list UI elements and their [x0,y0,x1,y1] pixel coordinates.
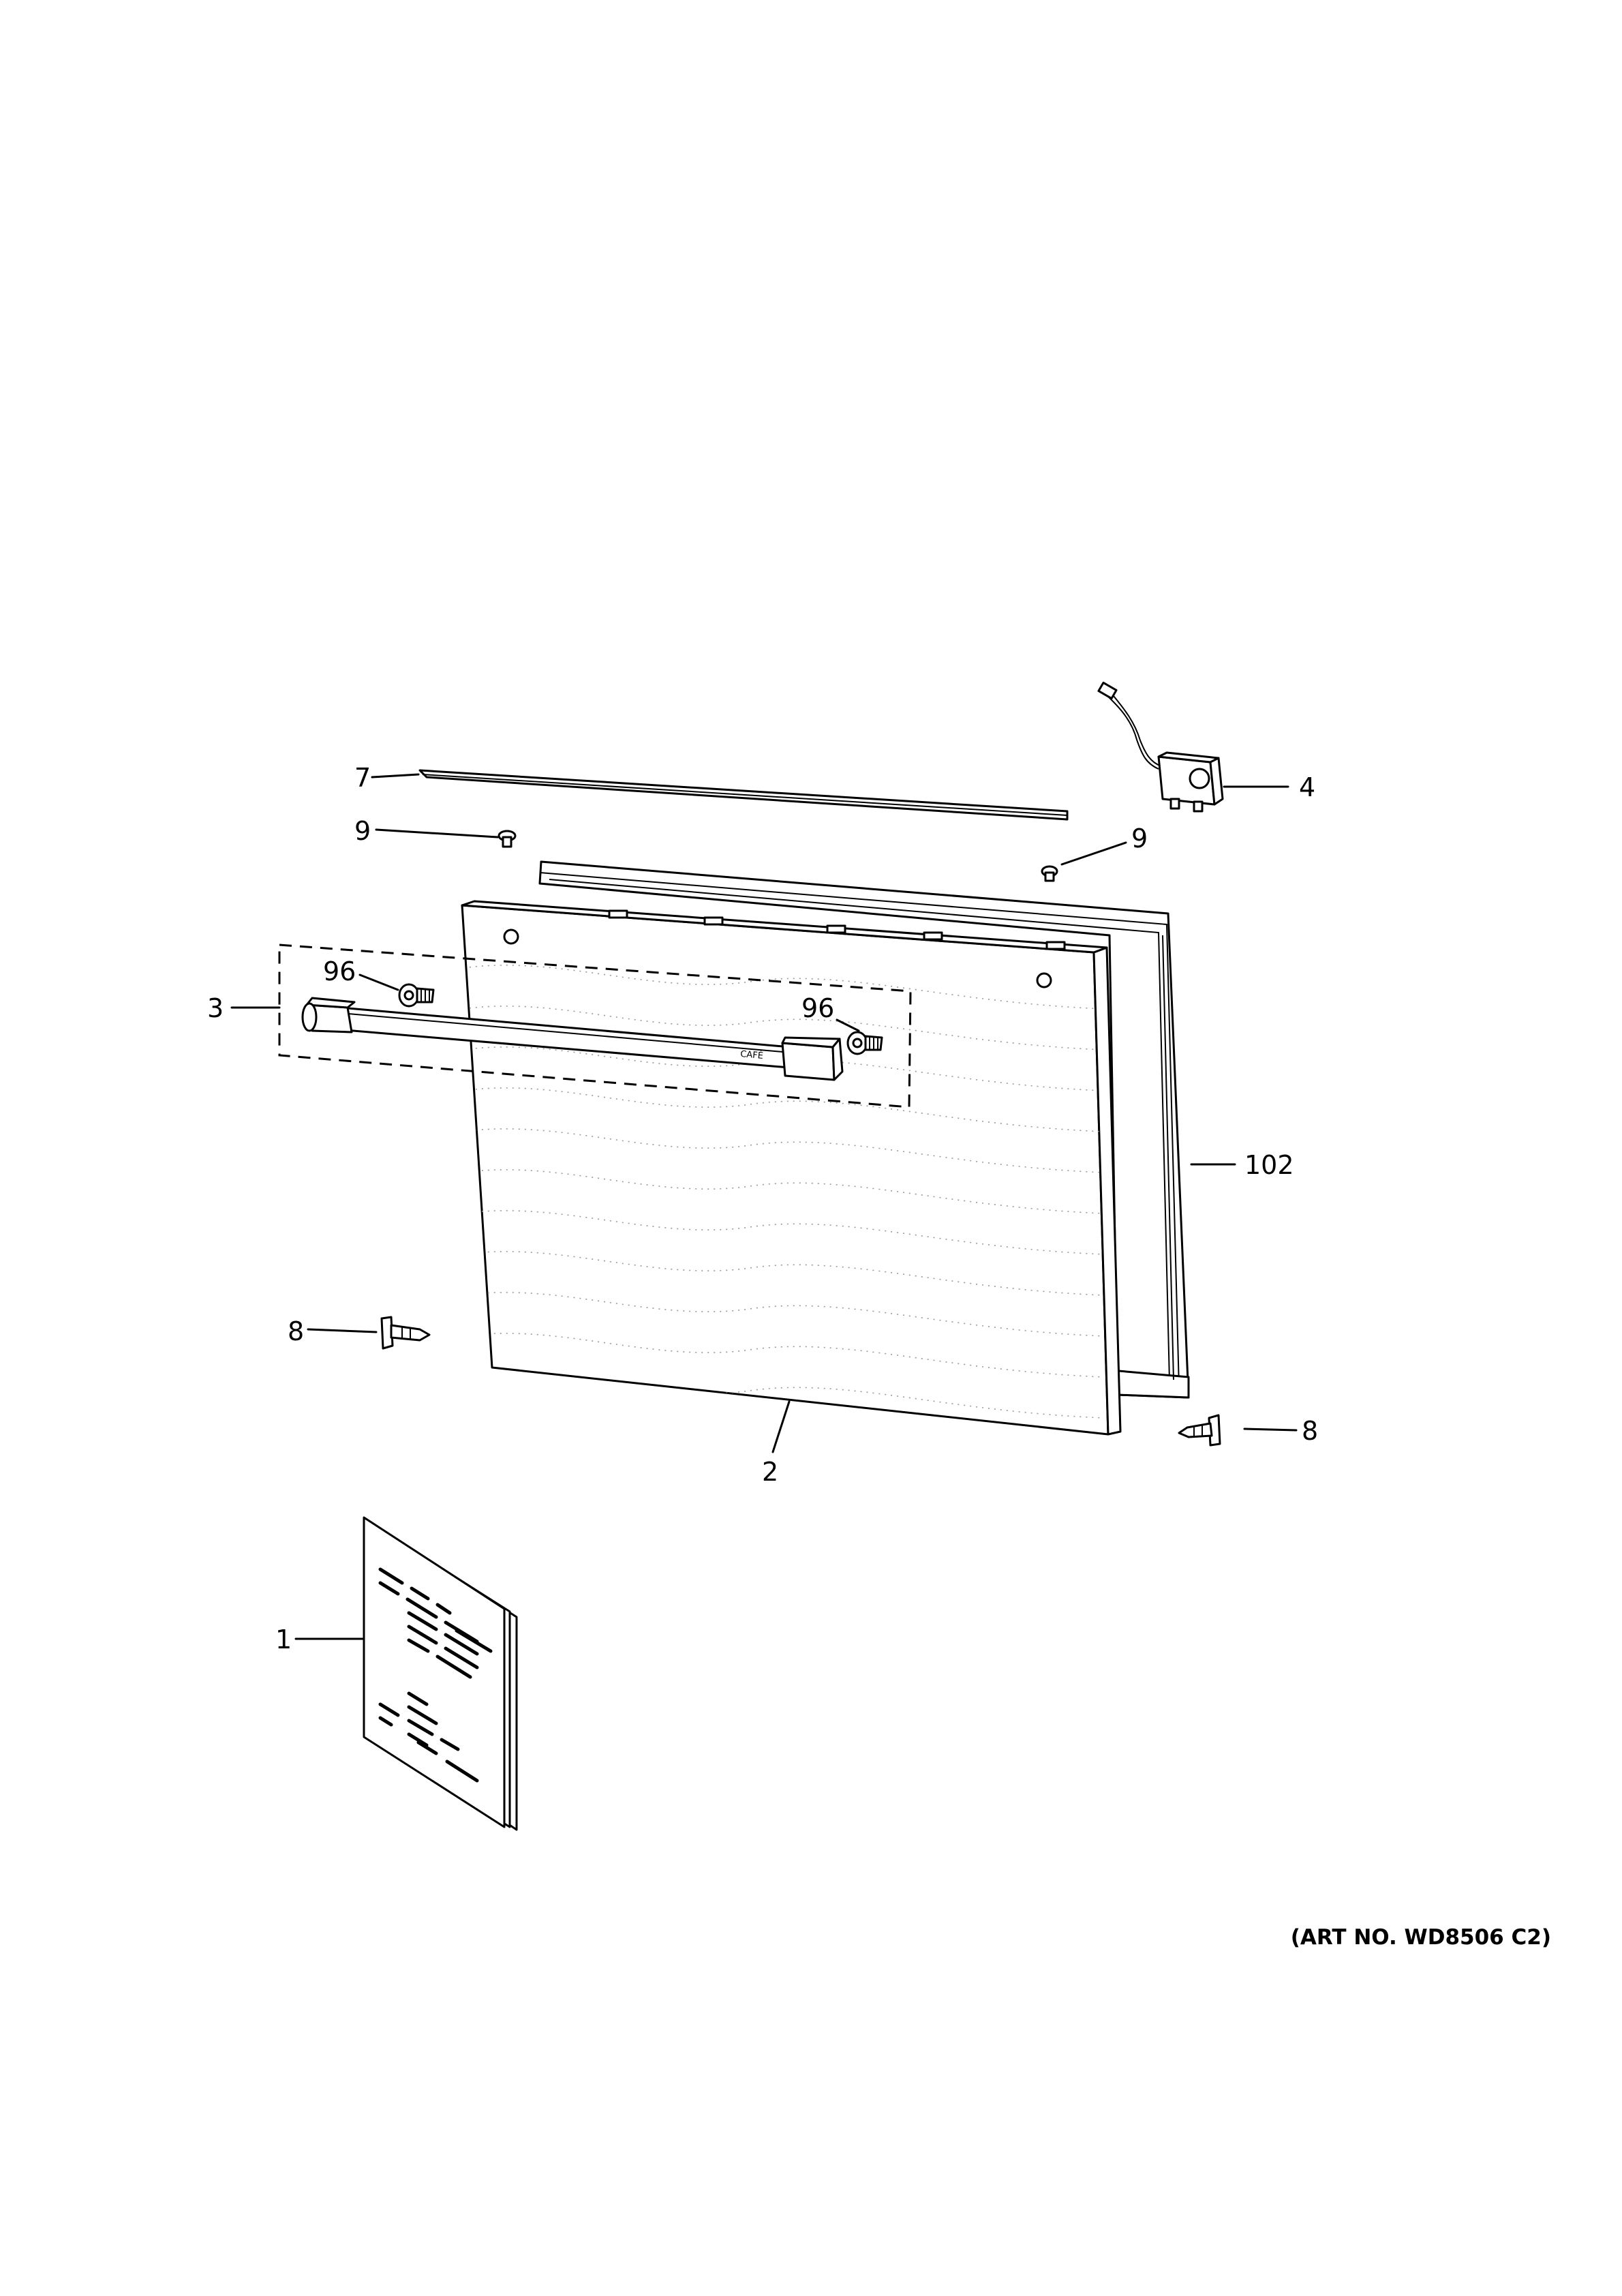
leader-8-left [307,1328,378,1333]
part-4-switch [1097,681,1224,813]
part-3-group-outline [278,943,912,1108]
callout-3: 3 [207,993,224,1023]
callout-102: 102 [1244,1150,1294,1180]
leader-9-left [375,828,499,839]
handle-logo-text: CAFÉ [740,1048,764,1061]
callout-96-left: 96 [323,956,356,986]
part-3-handle: CAFÉ [301,997,844,1081]
callout-1: 1 [275,1625,292,1655]
part-8-pin-left [380,1316,431,1350]
part-9-screw-right [1041,865,1058,882]
leader-8-right [1243,1428,1298,1432]
leader-96-left [358,973,399,991]
callout-7: 7 [354,763,371,793]
callout-9-left: 9 [354,816,371,846]
art-number: (ART NO. WD8506 C2) [1291,1925,1551,1950]
manual-text-lines [378,1567,493,1783]
panel-top-clips [608,909,1066,950]
leader-7 [371,773,420,779]
callout-96-right: 96 [801,993,834,1023]
callout-8-right: 8 [1302,1416,1318,1446]
callout-2: 2 [762,1457,778,1487]
part-96-screw-left [398,983,435,1008]
callout-8-left: 8 [288,1316,304,1346]
part-1-manual [363,1516,518,1831]
callout-9-right: 9 [1131,824,1148,854]
leader-2 [771,1400,791,1453]
part-96-screw-right [846,1031,883,1055]
part-9-screw-left [498,830,517,848]
part-2-door-panel [461,900,1122,1436]
part-8-pin-right [1178,1414,1221,1447]
part-7-trim-strip [418,769,1069,821]
leader-9-right [1060,841,1127,866]
leader-96-right [836,1018,860,1032]
callout-4: 4 [1299,772,1315,802]
